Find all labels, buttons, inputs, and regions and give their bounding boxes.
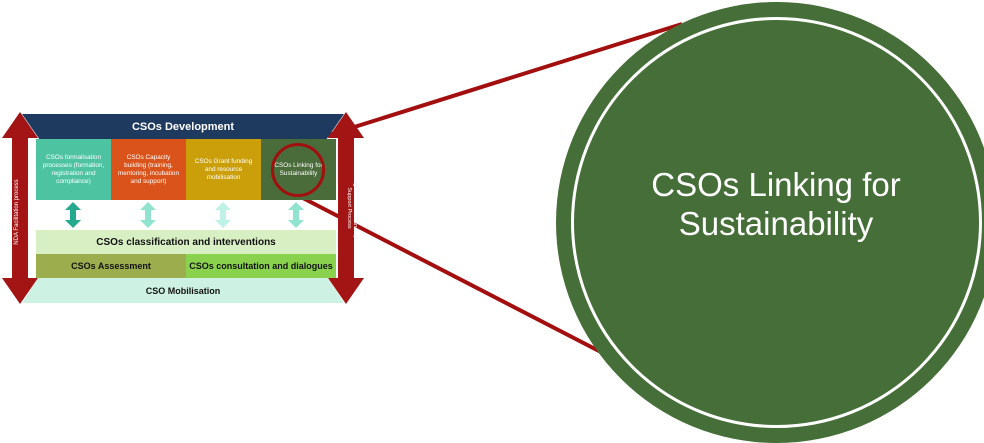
left-process-label: NDA Facilitation process [14,179,20,245]
process-capacity-building: CSOs Capacity building (training, mentor… [111,139,186,200]
process-grant-funding: CSOs Grant funding and resource mobilisa… [186,139,261,200]
mobilisation-banner-shape [22,278,344,303]
zoom-callout-line-2: Sustainability [678,204,874,242]
header-banner-shape [22,114,344,140]
arrow-up-down-4 [288,202,304,228]
consultation-bar: CSOs consultation and dialogues [186,254,336,278]
left-double-arrow [2,112,38,304]
upper-connector-line [296,22,683,147]
right-process-label-text: Monitoring & Evaluation and Specialist S… [345,160,358,256]
right-process-label: Monitoring & Evaluation and Specialist S… [334,152,358,264]
arrow-up-down-1 [65,202,81,228]
zoom-callout-text: CSOs Linking for Sustainability [596,166,956,256]
assessment-bar: CSOs Assessment [36,254,186,278]
process-formalisation: CSOs formalisation processes (formation,… [36,139,111,200]
highlight-circle [271,143,325,197]
arrow-up-down-3 [215,202,231,228]
mobilisation-bar: CSO Mobilisation [145,285,221,296]
header-title: CSOs Development [131,120,235,133]
zoom-callout-line-1: CSOs Linking for [651,166,901,203]
right-double-arrow [328,112,364,304]
arrow-up-down-2 [140,202,156,228]
classification-bar: CSOs classification and interventions [36,230,336,254]
